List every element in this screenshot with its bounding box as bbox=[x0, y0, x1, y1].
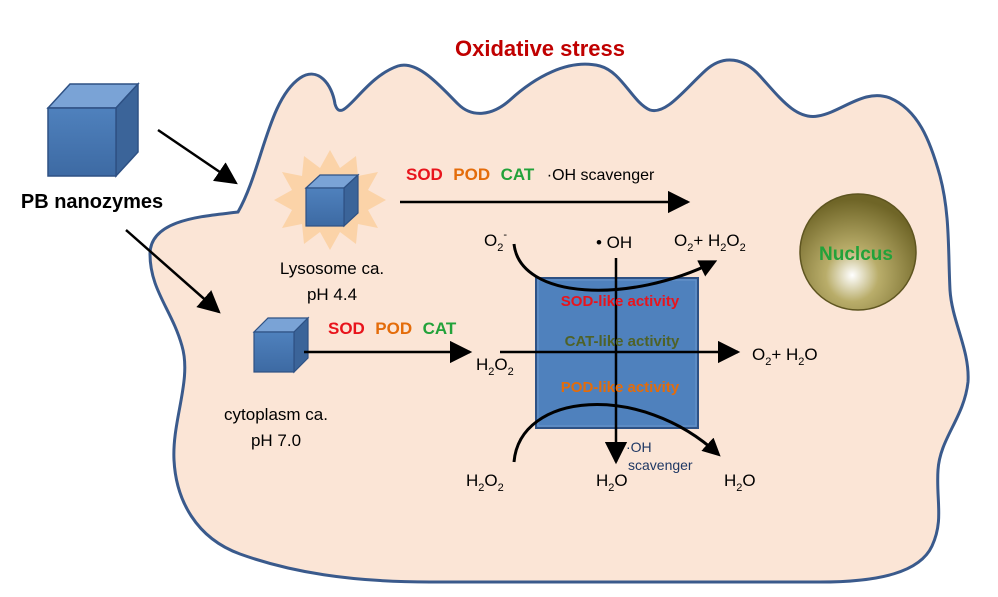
lysosome-label-line1: Lysosome ca. bbox=[280, 259, 384, 278]
large-cube-icon bbox=[46, 82, 140, 178]
cytoplasm-label-line2: pH 7.0 bbox=[251, 431, 301, 450]
h2o2-bottom-label: H2O2 bbox=[466, 471, 504, 494]
oh-scavenger-line1: ·OH bbox=[626, 439, 652, 455]
pb-nanozymes-label: PB nanozymes bbox=[21, 191, 163, 213]
oh-scavenger-line2: scavenger bbox=[628, 457, 693, 473]
superoxide-curve-arrow bbox=[512, 243, 718, 292]
o2-h2o-label: O2+ H2O bbox=[752, 345, 818, 368]
h2o-right-label: H2O bbox=[724, 471, 756, 494]
superoxide-label: O2- bbox=[484, 229, 507, 254]
pod-activity-label: POD-like activity bbox=[561, 379, 680, 396]
diagram-title: Oxidative stress bbox=[455, 36, 625, 61]
h2o2-left-label: H2O2 bbox=[476, 355, 514, 378]
hydroxyl-label: • OH bbox=[596, 233, 632, 252]
mid-cat: CAT bbox=[423, 319, 457, 338]
arrow-to-lysosome bbox=[157, 128, 238, 185]
h2o2-curve-arrow bbox=[512, 403, 721, 463]
top-pathway-label: SOD POD CAT ·OH scavenger bbox=[406, 165, 655, 184]
h2o-middle-label: H2O bbox=[596, 471, 628, 494]
top-oh-scavenger: ·OH scavenger bbox=[547, 167, 655, 184]
top-pod: POD bbox=[453, 165, 490, 184]
cytoplasm-label-line1: cytoplasm ca. bbox=[224, 405, 328, 424]
top-cat: CAT bbox=[501, 165, 535, 184]
cat-activity-label: CAT-like activity bbox=[565, 333, 680, 350]
mid-sod: SOD bbox=[328, 319, 365, 338]
nucleus-sphere-icon bbox=[799, 193, 917, 311]
mid-pod: POD bbox=[375, 319, 412, 338]
lysosome-cube-icon bbox=[304, 173, 360, 228]
sod-activity-label: SOD-like activity bbox=[561, 293, 680, 310]
cytoplasm-cube-icon bbox=[252, 316, 310, 374]
mid-pathway-label: SOD POD CAT bbox=[328, 319, 457, 338]
arrow-to-cytoplasm bbox=[125, 229, 221, 314]
top-sod: SOD bbox=[406, 165, 443, 184]
lysosome-label-line2: pH 4.4 bbox=[307, 285, 357, 304]
nucleus-label: Nuclcus bbox=[819, 244, 893, 265]
o2-h2o2-label: O2+ H2O2 bbox=[674, 231, 746, 254]
